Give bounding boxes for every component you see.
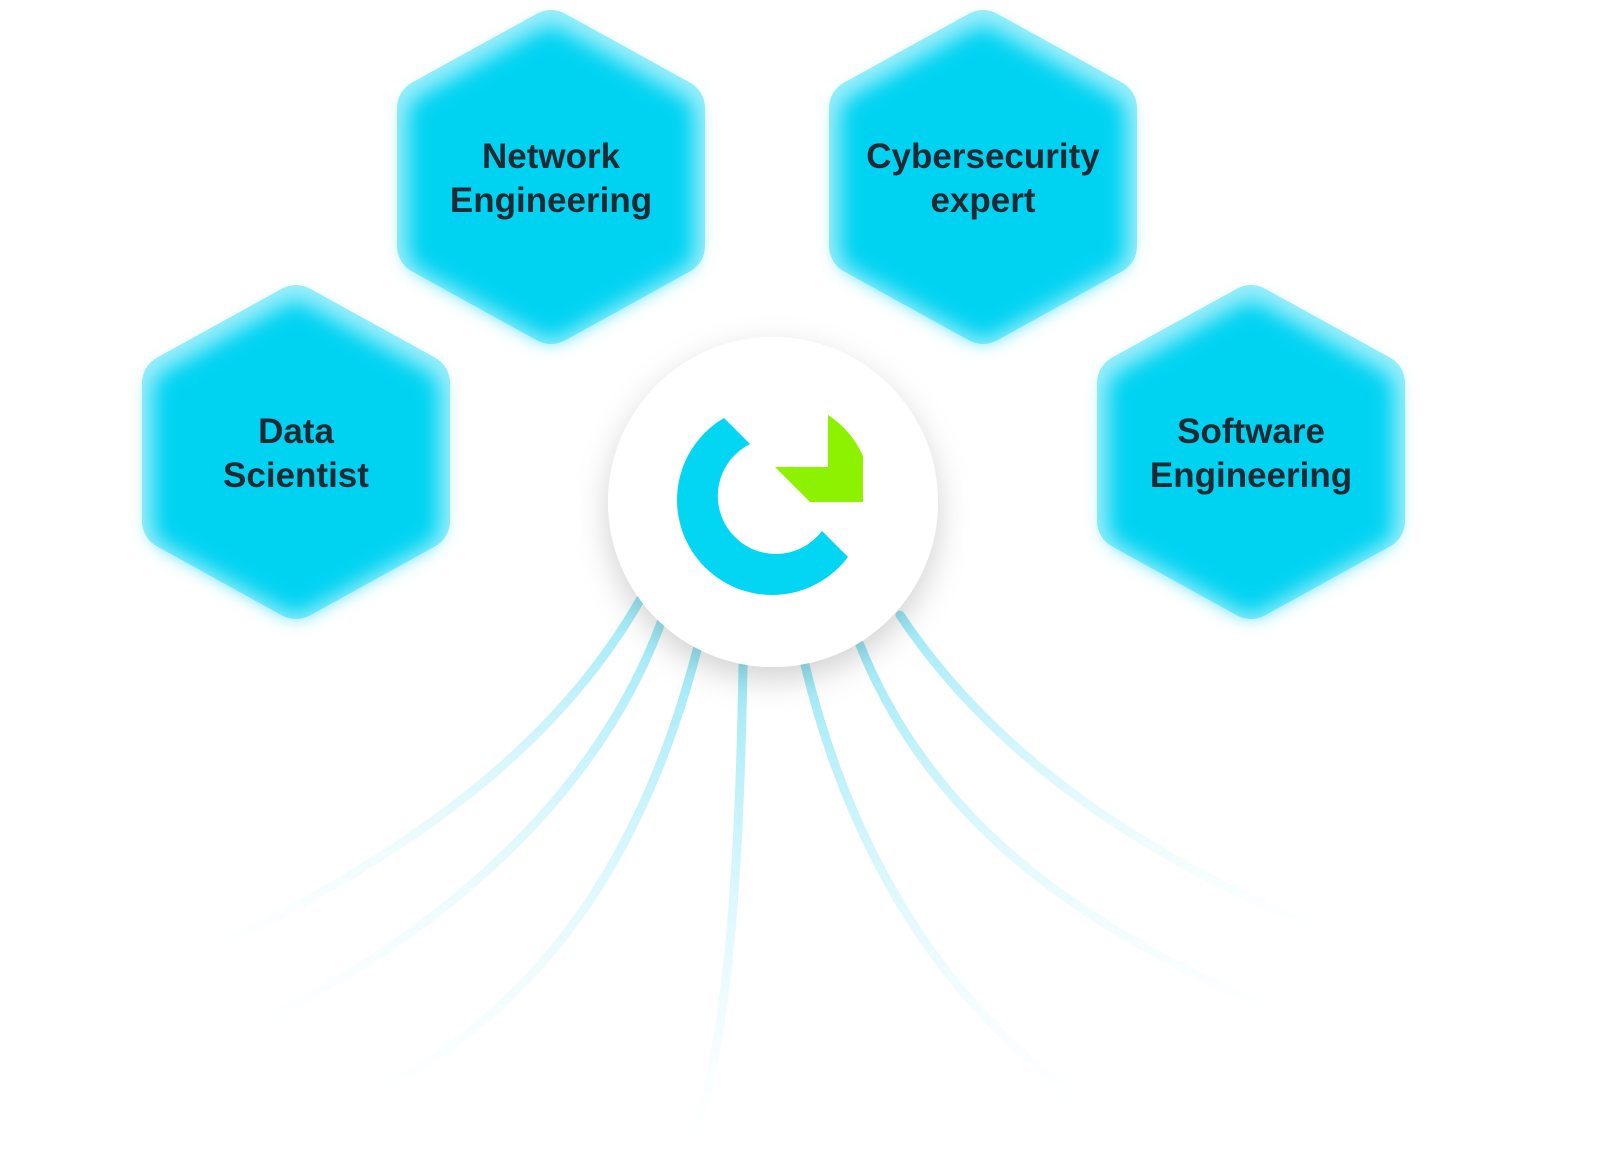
connector-line — [365, 645, 702, 1100]
hexagon-network-engineering — [397, 10, 705, 344]
hexagon-cybersecurity-expert — [829, 10, 1137, 344]
connector-line — [205, 595, 645, 955]
connector-line — [250, 615, 667, 1030]
label-line: Engineering — [449, 181, 653, 220]
brand-logo-icon — [677, 415, 863, 595]
connector-line — [855, 640, 1290, 1020]
connector-line — [690, 660, 748, 1140]
label-line: Scientist — [223, 456, 369, 495]
label-line: Network — [481, 137, 621, 176]
hexagon-data-scientist — [142, 285, 450, 619]
label-line: Cybersecurity — [866, 137, 1100, 176]
label-line: Data — [258, 412, 334, 451]
label-line: Engineering — [1149, 456, 1353, 495]
hexagon-software-engineering — [1097, 285, 1405, 619]
label-line: expert — [930, 181, 1036, 220]
connector-line — [895, 610, 1325, 935]
center-hub — [608, 337, 938, 667]
connector-line — [800, 660, 1085, 1105]
label-line: Software — [1177, 412, 1325, 451]
label-cybersecurity-expert: Cybersecurity expert — [833, 135, 1133, 223]
